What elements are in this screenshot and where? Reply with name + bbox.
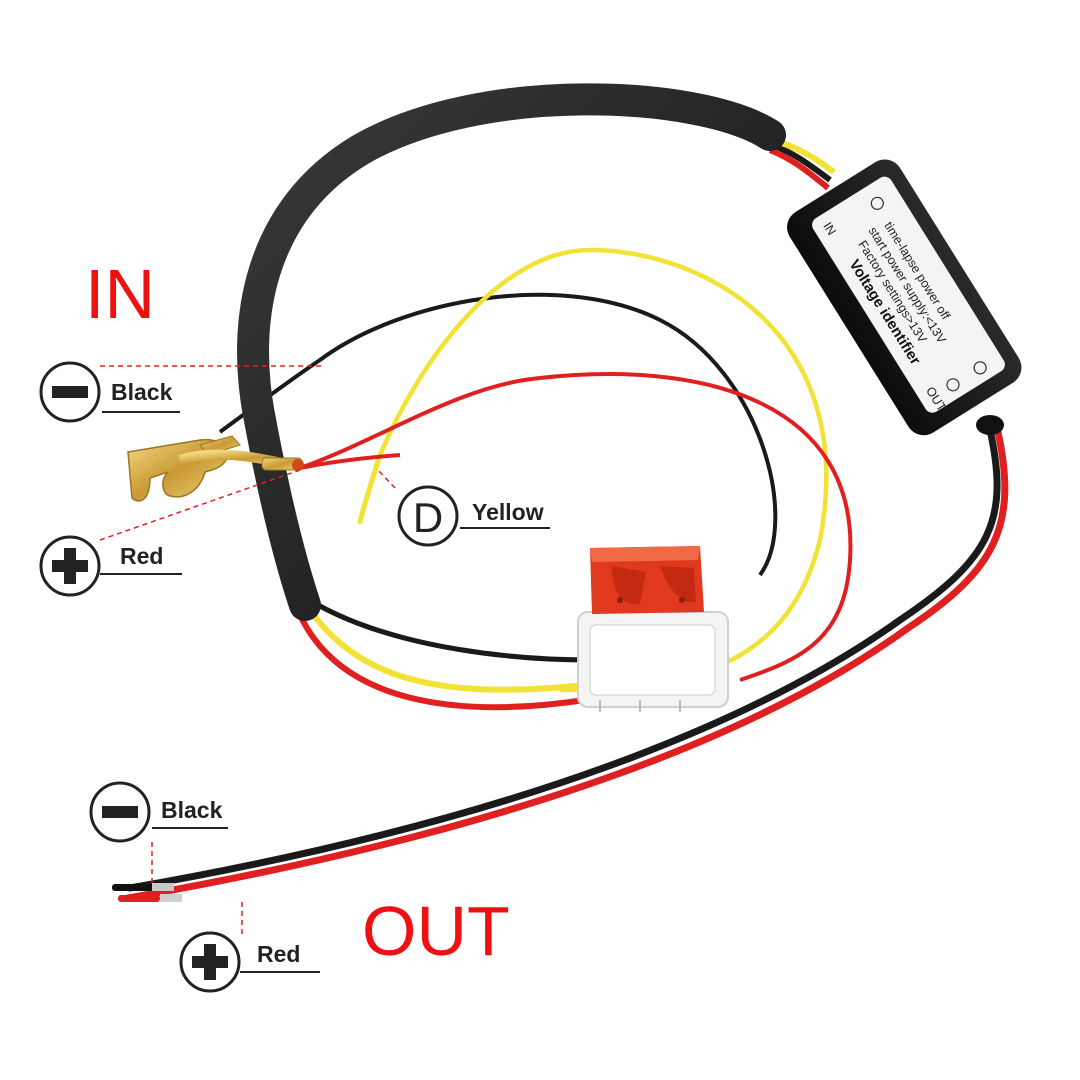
fuse-holder: [577, 611, 729, 712]
plus-icon: [192, 944, 228, 980]
blade-fuse: [590, 546, 704, 614]
in-label: IN: [85, 255, 155, 333]
out-negative-callout: Black: [89, 781, 228, 843]
harness-sheath: [237, 83, 786, 621]
in-positive-callout: Red: [39, 535, 182, 597]
out-label: OUT: [362, 892, 510, 970]
output-cable: [112, 426, 1009, 902]
svg-text:Red: Red: [257, 941, 300, 967]
svg-text:Yellow: Yellow: [472, 499, 544, 525]
plus-icon: [52, 548, 88, 584]
minus-icon: [102, 806, 138, 818]
d-symbol: D: [413, 494, 443, 541]
leader-lines: [99, 365, 396, 938]
minus-icon: [52, 386, 88, 398]
svg-text:Red: Red: [120, 543, 163, 569]
svg-text:Black: Black: [111, 379, 173, 405]
in-negative-callout: Black: [39, 361, 180, 423]
harness-wires: [218, 137, 853, 711]
out-positive-callout: Red: [179, 931, 320, 993]
cable-grommet: [976, 415, 1004, 435]
ring-terminal: [127, 435, 304, 502]
control-module: [787, 159, 1022, 436]
svg-text:Black: Black: [161, 797, 223, 823]
dimmer-callout: D Yellow: [397, 485, 550, 547]
